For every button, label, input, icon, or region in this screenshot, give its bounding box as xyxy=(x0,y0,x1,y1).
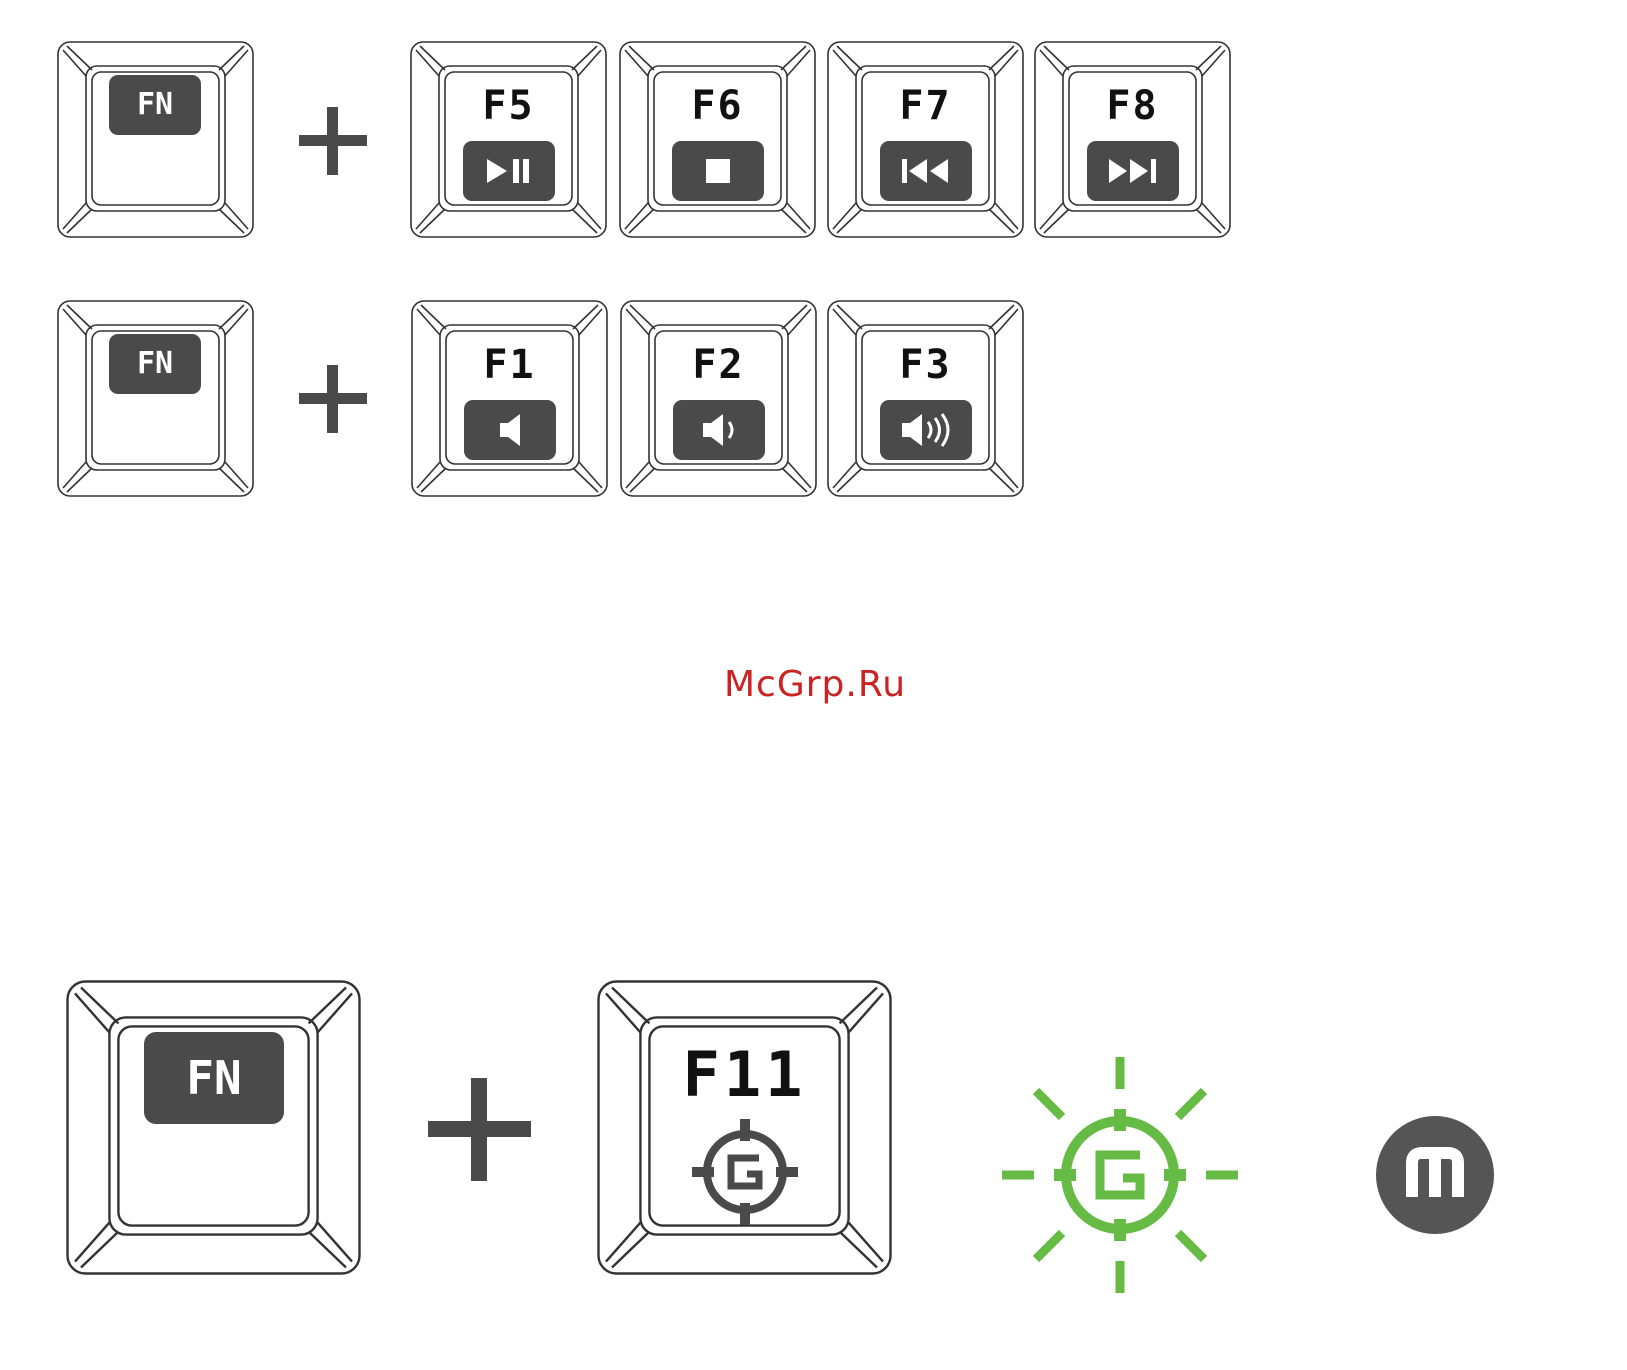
f11-label: F11 xyxy=(597,1038,892,1111)
f3-icon-plate xyxy=(880,400,972,460)
fn-key-row2: FN xyxy=(57,300,254,497)
keycap-outline xyxy=(619,41,816,238)
f11-key: F11 xyxy=(597,980,892,1275)
f6-label: F6 xyxy=(619,83,816,129)
plus-bar-v xyxy=(471,1078,487,1181)
f5-icon-plate xyxy=(463,141,555,201)
fn-label: FN xyxy=(109,334,201,394)
plus-sign-row2 xyxy=(299,365,367,433)
f1-label: F1 xyxy=(411,342,608,388)
volume-up-icon xyxy=(880,400,972,460)
plus-bar-v xyxy=(327,107,338,175)
mute-icon xyxy=(464,400,556,460)
fn-label: FN xyxy=(109,75,201,135)
fn-key-row3: FN xyxy=(66,980,361,1275)
gaming-mode-crosshair-icon xyxy=(690,1117,800,1227)
f6-key: F6 xyxy=(619,41,816,238)
stop-icon xyxy=(672,141,764,201)
volume-down-icon xyxy=(673,400,765,460)
watermark-text: McGrp.Ru xyxy=(700,664,930,705)
keycap-outline xyxy=(411,300,608,497)
f1-key: F1 xyxy=(411,300,608,497)
keycap-outline xyxy=(410,41,607,238)
f6-icon-plate xyxy=(672,141,764,201)
m-badge-icon xyxy=(1375,1115,1495,1235)
keycap-outline xyxy=(57,41,254,238)
keycap-outline xyxy=(57,300,254,497)
keycap-outline xyxy=(66,980,361,1275)
plus-sign-row1 xyxy=(299,107,367,175)
f2-icon-plate xyxy=(673,400,765,460)
gaming-mode-on-icon xyxy=(1000,1055,1240,1295)
f1-icon-plate xyxy=(464,400,556,460)
f2-label: F2 xyxy=(620,342,817,388)
plus-sign-row3 xyxy=(428,1078,531,1181)
fn-label: FN xyxy=(144,1032,284,1124)
keycap-outline xyxy=(827,300,1024,497)
f8-label: F8 xyxy=(1034,83,1231,129)
f8-icon-plate xyxy=(1087,141,1179,201)
f5-label: F5 xyxy=(410,83,607,129)
keycap-outline xyxy=(620,300,817,497)
previous-track-icon xyxy=(880,141,972,201)
f7-icon-plate xyxy=(880,141,972,201)
f7-label: F7 xyxy=(827,83,1024,129)
f5-key: F5 xyxy=(410,41,607,238)
f8-key: F8 xyxy=(1034,41,1231,238)
f3-label: F3 xyxy=(827,342,1024,388)
plus-bar-v xyxy=(327,365,338,433)
f7-key: F7 xyxy=(827,41,1024,238)
play-pause-icon xyxy=(463,141,555,201)
keycap-outline xyxy=(827,41,1024,238)
keycap-outline xyxy=(1034,41,1231,238)
next-track-icon xyxy=(1087,141,1179,201)
fn-key-row1: FN xyxy=(57,41,254,238)
f2-key: F2 xyxy=(620,300,817,497)
f3-key: F3 xyxy=(827,300,1024,497)
